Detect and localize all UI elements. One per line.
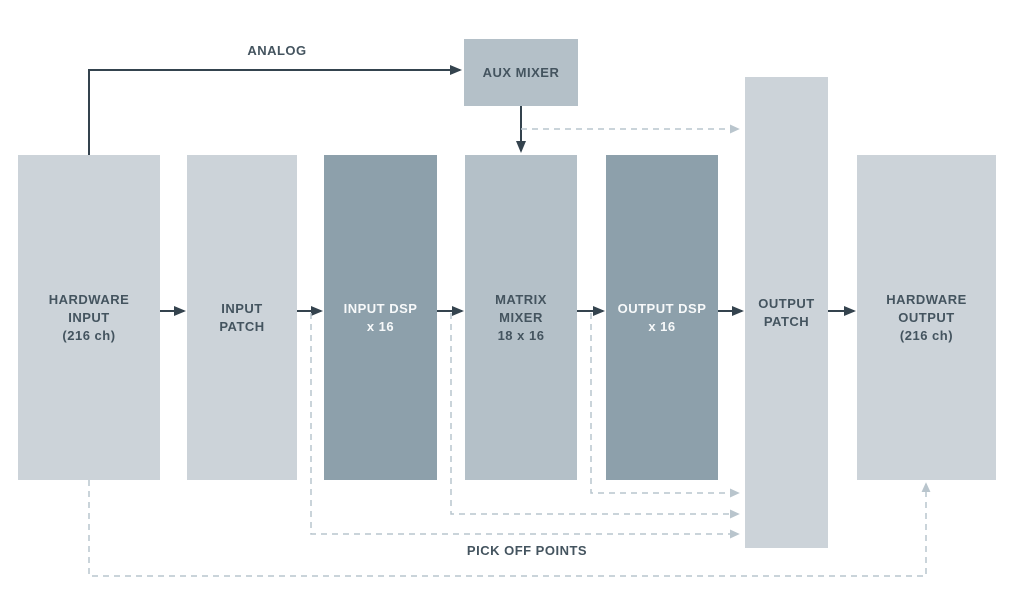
- block-output-dsp-label: OUTPUT DSP x 16: [617, 300, 707, 334]
- analog-label: ANALOG: [247, 43, 307, 58]
- block-input-dsp-label: INPUT DSP x 16: [343, 300, 418, 334]
- block-input-patch-label: INPUT PATCH: [219, 300, 265, 334]
- block-output-patch-label: OUTPUT PATCH: [758, 295, 815, 329]
- block-aux-mixer-label: AUX MIXER: [482, 64, 560, 80]
- block-matrix-mixer-label: MATRIX MIXER 18 x 16: [495, 291, 547, 343]
- block-input-patch: INPUT PATCH: [187, 155, 297, 480]
- pick-off-points-label: PICK OFF POINTS: [466, 543, 588, 558]
- connector-analog-feed: [88, 65, 462, 155]
- block-output-dsp: OUTPUT DSP x 16: [606, 155, 718, 480]
- block-input-dsp: INPUT DSP x 16: [324, 155, 437, 480]
- block-matrix-mixer: MATRIX MIXER 18 x 16: [465, 155, 577, 480]
- block-output-patch: OUTPUT PATCH: [745, 77, 828, 548]
- block-aux-mixer: AUX MIXER: [464, 39, 578, 106]
- block-hardware-input: HARDWARE INPUT (216 ch): [18, 155, 160, 480]
- connector-pickoff-hwinput-to-hwoutput: [88, 480, 931, 577]
- block-hardware-output-label: HARDWARE OUTPUT (216 ch): [886, 291, 967, 343]
- connector-pickoff-matrix-outputdsp: [590, 313, 740, 498]
- connector-pickoff-inputdsp-matrix: [450, 313, 740, 519]
- block-hardware-output: HARDWARE OUTPUT (216 ch): [857, 155, 996, 480]
- connector-pickoff-inputpatch-inputdsp: [310, 313, 740, 539]
- block-hardware-input-label: HARDWARE INPUT (216 ch): [48, 291, 130, 343]
